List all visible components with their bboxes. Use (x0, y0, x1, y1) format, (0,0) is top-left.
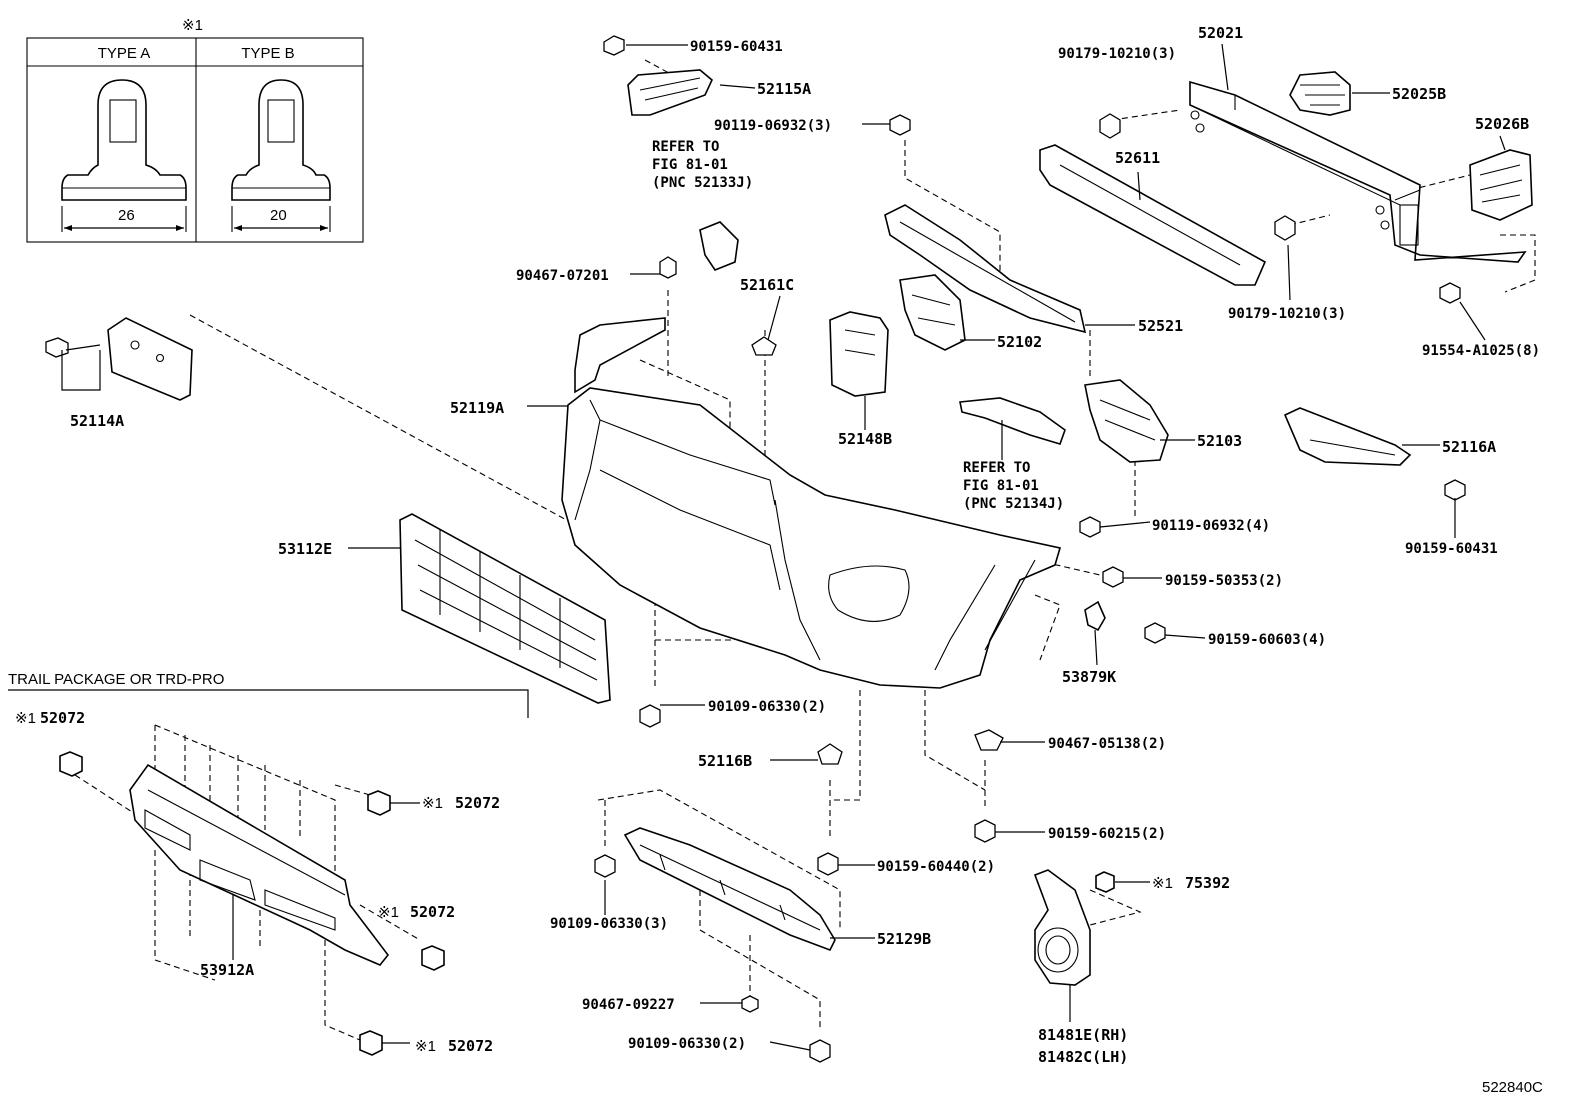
label-90159-50353-2: 90159-50353(2) (1165, 573, 1283, 589)
label-53879k: 53879K (1062, 668, 1116, 686)
type-a-clip-drawing: 26 (61, 79, 187, 232)
label-90467-07201: 90467-07201 (516, 268, 609, 284)
part-52102-bracket (899, 274, 966, 351)
type-a-dimension: 26 (118, 207, 135, 224)
label-53912a: 53912A (200, 961, 254, 979)
inset-frame (26, 37, 364, 243)
label-52026b: 52026B (1475, 115, 1529, 133)
label-52072-c: 52072 (410, 903, 455, 921)
part-52119a-bumper-cover (561, 317, 1062, 689)
refer-52134j-line3: (PNC 52134J) (963, 496, 1064, 512)
part-53112e-grille (399, 513, 611, 704)
label-52116b: 52116B (698, 752, 752, 770)
label-90179-10210-3-top: 90179-10210(3) (1058, 46, 1176, 62)
label-90109-06330-2-bot: 90109-06330(2) (628, 1036, 746, 1052)
label-90467-09227: 90467-09227 (582, 997, 675, 1013)
label-90159-60431-top: 90159-60431 (690, 39, 783, 55)
label-52072-a: 52072 (40, 709, 85, 727)
label-90119-06932-3: 90119-06932(3) (714, 118, 832, 134)
figure-id: 522840C (1482, 1079, 1543, 1096)
label-52115a: 52115A (757, 80, 811, 98)
label-75392: 75392 (1185, 874, 1230, 892)
inset-note-mark: ※1 (182, 17, 203, 34)
label-52611: 52611 (1115, 149, 1160, 167)
label-52148b: 52148B (838, 430, 892, 448)
part-52115a-bracket (603, 35, 713, 116)
refer-52133j-line1: REFER TO (652, 139, 719, 155)
label-52161c: 52161C (740, 276, 794, 294)
type-a-label: TYPE A (98, 45, 151, 62)
part-52148b-plate (829, 311, 889, 397)
part-52072-clips (59, 751, 445, 1056)
refer-52134j-line1: REFER TO (963, 460, 1030, 476)
leader-lines (61, 43, 1506, 1051)
type-b-dimension: 20 (270, 207, 287, 224)
label-52116a: 52116A (1442, 438, 1496, 456)
part-refer-52133j-retainer (699, 221, 739, 271)
type-b-clip-drawing: 20 (231, 79, 331, 232)
part-52521-support (884, 204, 1087, 334)
label-52021: 52021 (1198, 24, 1243, 42)
label-52072-a-mark: ※1 (15, 710, 36, 727)
label-81481e-rh: 81481E(RH) (1038, 1026, 1128, 1044)
label-52072-c-mark: ※1 (378, 904, 399, 921)
part-75392-clip (1095, 871, 1115, 893)
part-52114a-bracket (45, 317, 193, 401)
label-52103: 52103 (1197, 432, 1242, 450)
part-52116a-retainer (1283, 407, 1412, 466)
label-52072-b: 52072 (455, 794, 500, 812)
refer-52133j-line3: (PNC 52133J) (652, 175, 753, 191)
label-90179-10210-3-mid: 90179-10210(3) (1228, 306, 1346, 322)
refer-52134j-line2: FIG 81-01 (963, 478, 1039, 494)
part-refer-52134j-retainer (959, 397, 1066, 445)
part-52611-absorber (1039, 144, 1267, 286)
part-81481e-fog-cover (1033, 869, 1091, 986)
label-52119a: 52119A (450, 399, 504, 417)
label-75392-mark: ※1 (1152, 875, 1173, 892)
label-52072-d: 52072 (448, 1037, 493, 1055)
label-53112e: 53112E (278, 540, 332, 558)
part-labels: 90159-60431 52115A 90119-06932(3) 52021 … (8, 24, 1543, 1096)
label-90159-60215-2: 90159-60215(2) (1048, 826, 1166, 842)
label-52025b: 52025B (1392, 85, 1446, 103)
label-90119-06932-4: 90119-06932(4) (1152, 518, 1270, 534)
refer-52133j-line2: FIG 81-01 (652, 157, 728, 173)
part-52026b-bracket (1469, 149, 1533, 221)
type-b-label: TYPE B (241, 45, 294, 62)
label-90467-05138-2: 90467-05138(2) (1048, 736, 1166, 752)
fasteners (594, 113, 1466, 1063)
label-90109-06330-3: 90109-06330(3) (550, 916, 668, 932)
label-90159-60603-4: 90159-60603(4) (1208, 632, 1326, 648)
label-52129b: 52129B (877, 930, 931, 948)
label-91554-a1025-8: 91554-A1025(8) (1422, 343, 1540, 359)
part-52025b-bracket (1289, 71, 1351, 116)
label-52102: 52102 (997, 333, 1042, 351)
label-52521: 52521 (1138, 317, 1183, 335)
label-90159-60440-2: 90159-60440(2) (877, 859, 995, 875)
label-52072-d-mark: ※1 (415, 1038, 436, 1055)
trail-package-section-label: TRAIL PACKAGE OR TRD-PRO (8, 671, 224, 688)
part-53912a-skid-plate (129, 763, 390, 966)
label-52072-b-mark: ※1 (422, 795, 443, 812)
part-53879k-clip (1084, 600, 1106, 632)
label-90109-06330-2-mid: 90109-06330(2) (708, 699, 826, 715)
inset-type-table: ※1 TYPE A TYPE B 26 20 (26, 17, 364, 243)
part-52103-bracket (1084, 379, 1169, 463)
label-52114a: 52114A (70, 412, 124, 430)
part-52021-reinforcement (1189, 80, 1527, 263)
label-90159-60431-right: 90159-60431 (1405, 541, 1498, 557)
part-52129b-under-guard (623, 827, 836, 952)
label-81482c-lh: 81482C(LH) (1038, 1048, 1128, 1066)
trail-package-bracket (8, 689, 529, 718)
